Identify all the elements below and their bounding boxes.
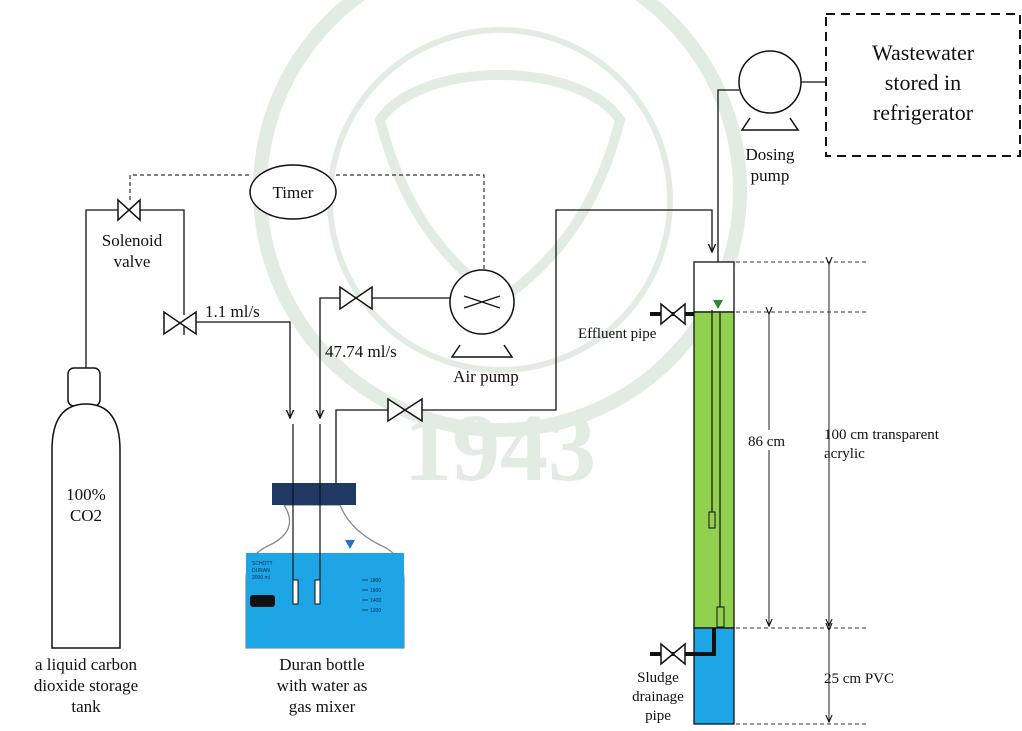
dosing-pump-base — [740, 117, 800, 131]
effluent-pipe-label: Effluent pipe — [578, 326, 657, 342]
effluent-valve-icon — [660, 302, 686, 326]
t-co2cap-line: dioxide storage — [34, 676, 138, 695]
dosing-pump-label: Dosing pump — [745, 145, 795, 185]
co2-tank: 100% CO2 a liquid carbon dioxide storage ta… — [34, 367, 138, 716]
co2-tank-label: 100% CO2 — [66, 485, 106, 525]
timer-icon — [249, 164, 337, 220]
t-acr-line: acrylic — [824, 446, 865, 462]
co2-tank-caption: a liquid carbon dioxide storage tank — [34, 655, 138, 716]
solenoid-valve-label: Solenoid valve — [102, 231, 163, 271]
bottle-brand-3: 2000 ml — [252, 575, 270, 581]
acrylic-liquid — [693, 311, 735, 629]
feed-line — [718, 81, 826, 302]
graduation-mark: 1200 — [370, 608, 381, 614]
watermark-emblem — [374, 70, 626, 307]
air-pump-label: Air pump — [453, 367, 519, 386]
t-dose-line: Dosing — [745, 145, 795, 164]
bottle-brand-1: SCHOTT — [252, 561, 273, 567]
diffuser-co2 — [292, 579, 299, 605]
t-co2cap-line: tank — [71, 697, 101, 716]
dim-pvc-label: 25 cm PVC — [824, 671, 894, 687]
t-ww-line: stored in — [885, 70, 961, 95]
t-sol-line: Solenoid — [102, 231, 163, 250]
solenoid-valve-icon — [117, 198, 141, 222]
watermark: 1943 — [253, 0, 747, 501]
water-level-icon — [345, 540, 355, 549]
acrylic-headspace — [693, 261, 735, 313]
air-line — [320, 297, 450, 418]
air-pump-base — [450, 344, 514, 358]
bottle-logo — [250, 595, 275, 607]
t-bottle-line: Duran bottle — [279, 655, 364, 674]
wastewater-label: Wastewater stored in refrigerator — [872, 40, 975, 125]
reactor-column: Effluent pipe Sludge drainage pipe — [578, 261, 735, 725]
t-bottle-line: gas mixer — [289, 697, 356, 716]
dim-acrylic-label: 100 cm transparent acrylic — [824, 427, 940, 462]
graduation-mark: 1400 — [370, 598, 381, 604]
bottle-cap — [272, 483, 356, 505]
gas-out-valve-icon — [387, 397, 423, 423]
bottle-caption: Duran bottle with water as gas mixer — [277, 655, 368, 716]
bottle-brand-2: DURAN — [252, 568, 270, 574]
graduation-mark: 1800 — [370, 578, 381, 584]
pump-icon — [738, 50, 802, 114]
timer-label: Timer — [273, 183, 314, 202]
reactor-diffuser — [716, 606, 725, 628]
reactor-level-icon — [713, 300, 723, 309]
reactor-sensor — [708, 511, 716, 529]
diffuser-air — [314, 579, 321, 605]
t-sludge-line: drainage — [632, 689, 684, 705]
air-pump: Air pump — [449, 269, 519, 386]
air-flow-valve-icon — [339, 285, 373, 311]
timer-control-lines — [129, 174, 485, 270]
graduation-mark: 1600 — [370, 588, 381, 594]
t-acr-line: 100 cm transparent — [824, 427, 940, 443]
air-pump-x-icon — [463, 295, 501, 309]
t-ww-line: refrigerator — [873, 100, 974, 125]
sludge-valve-icon — [660, 642, 686, 666]
watermark-year: 1943 — [404, 394, 596, 501]
dosing-pump: Dosing pump — [738, 50, 802, 185]
co2-flow-label: 1.1 ml/s — [205, 302, 260, 321]
duran-bottle: SCHOTT DURAN 2000 ml 1800 1600 1400 1200 Du… — [245, 424, 405, 716]
t-co2-line: CO2 — [70, 506, 102, 525]
t-co2-line: 100% — [66, 485, 106, 504]
t-sludge-line: Sludge — [637, 670, 679, 686]
t-sludge-line: pipe — [645, 708, 671, 724]
wastewater-tank-box — [825, 13, 1021, 157]
bottle-graduations: 1800 1600 1400 1200 — [362, 578, 381, 614]
t-bottle-line: with water as — [277, 676, 368, 695]
dim-86-label: 86 cm — [748, 434, 785, 450]
t-co2cap-line: a liquid carbon — [35, 655, 137, 674]
t-ww-line: Wastewater — [872, 40, 975, 65]
co2-tank-body — [51, 403, 121, 649]
sludge-pipe-label: Sludge drainage pipe — [632, 670, 684, 724]
co2-tank-valve-head — [67, 367, 101, 407]
t-sol-line: valve — [114, 252, 151, 271]
co2-flow-valve-icon — [163, 310, 197, 336]
t-dose-line: pump — [751, 166, 790, 185]
dimension-lines — [736, 262, 866, 725]
air-flow-label: 47.74 ml/s — [325, 342, 397, 361]
dim-86-bg — [752, 430, 794, 450]
